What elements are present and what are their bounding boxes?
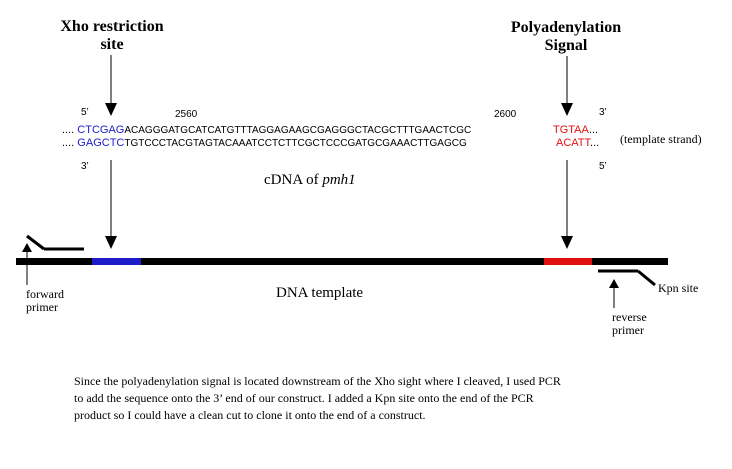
bottom-strand-end: ... [590, 137, 600, 149]
top-strand-poly: TGTAA [553, 124, 589, 136]
top-strand: .... CTCGAGACAGGGATGCATCATGTTTAGGAGAAGCG… [62, 124, 471, 136]
xho-label-arrow [105, 55, 117, 116]
forward-primer-line1: forward [26, 287, 64, 301]
poly-label-arrow [561, 56, 573, 116]
top-strand-main: ACAGGGATGCATCATGTTTAGGAGAAGCGAGGGCTACGCT… [124, 125, 472, 136]
top-strand-poly-group: TGTAA... [553, 124, 598, 136]
position-2600: 2600 [494, 109, 517, 120]
reverse-primer-label: reverse primer [612, 311, 647, 337]
prime3-left: 3’ [81, 161, 89, 172]
top-strand-end: ... [588, 124, 599, 136]
bottom-strand-dots: .... [62, 137, 75, 149]
template-strand-label: (template strand) [620, 132, 702, 146]
top-strand-xho: CTCGAG [77, 124, 125, 136]
bottom-strand-main: TGTCCCTACGTAGTACAAATCCTCTTCGCTCCCGATGCGA… [124, 138, 467, 149]
xho-site-segment [92, 258, 141, 265]
forward-primer-arrow [22, 243, 32, 285]
dna-template-bar [16, 258, 668, 265]
kpn-site-label: Kpn site [658, 281, 699, 295]
cdna-prefix: cDNA of [264, 172, 323, 188]
reverse-primer-arrow [609, 279, 619, 308]
prime5-right: 5’ [599, 161, 607, 172]
description-line: product so I could have a clean cut to c… [74, 408, 426, 422]
reverse-primer-line1: reverse [612, 310, 647, 324]
poly-title-line2: Signal [544, 37, 588, 54]
reverse-primer-line2: primer [612, 323, 644, 337]
poly-signal-title: Polyadenylation Signal [502, 19, 630, 55]
bottom-strand: .... GAGCTCTGTCCCTACGTAGTACAAATCCTCTTCGC… [62, 137, 467, 149]
forward-primer-shape [26, 234, 84, 251]
dna-template-label: DNA template [276, 285, 364, 301]
forward-primer-label: forward primer [26, 288, 64, 314]
description-line: to add the sequence onto the 3’ end of o… [74, 391, 534, 405]
prime3-right: 3’ [599, 107, 607, 118]
xho-title-line1: Xho restriction [60, 18, 164, 35]
cdna-gene-name: pmh1 [322, 172, 356, 188]
description-line: Since the polyadenylation signal is loca… [74, 374, 561, 388]
bottom-strand-xho: GAGCTC [77, 137, 125, 149]
bottom-strand-poly-group: ACATT... [556, 137, 599, 149]
description-paragraph: Since the polyadenylation signal is loca… [74, 373, 561, 424]
poly-title-line1: Polyadenylation [510, 19, 622, 36]
bottom-strand-poly: ACATT [556, 137, 591, 149]
top-strand-dots: .... [62, 124, 75, 136]
prime5-left: 5’ [81, 107, 89, 118]
poly-signal-segment [544, 258, 592, 265]
cdna-label: cDNA of pmh1 [264, 172, 356, 189]
poly-to-template-arrow [561, 160, 573, 249]
position-2560: 2560 [175, 109, 198, 120]
xho-site-title: Xho restriction site [52, 18, 172, 54]
xho-title-line2: site [100, 36, 124, 53]
reverse-primer-shape [598, 269, 656, 287]
xho-to-template-arrow [105, 160, 117, 249]
forward-primer-line2: primer [26, 300, 58, 314]
